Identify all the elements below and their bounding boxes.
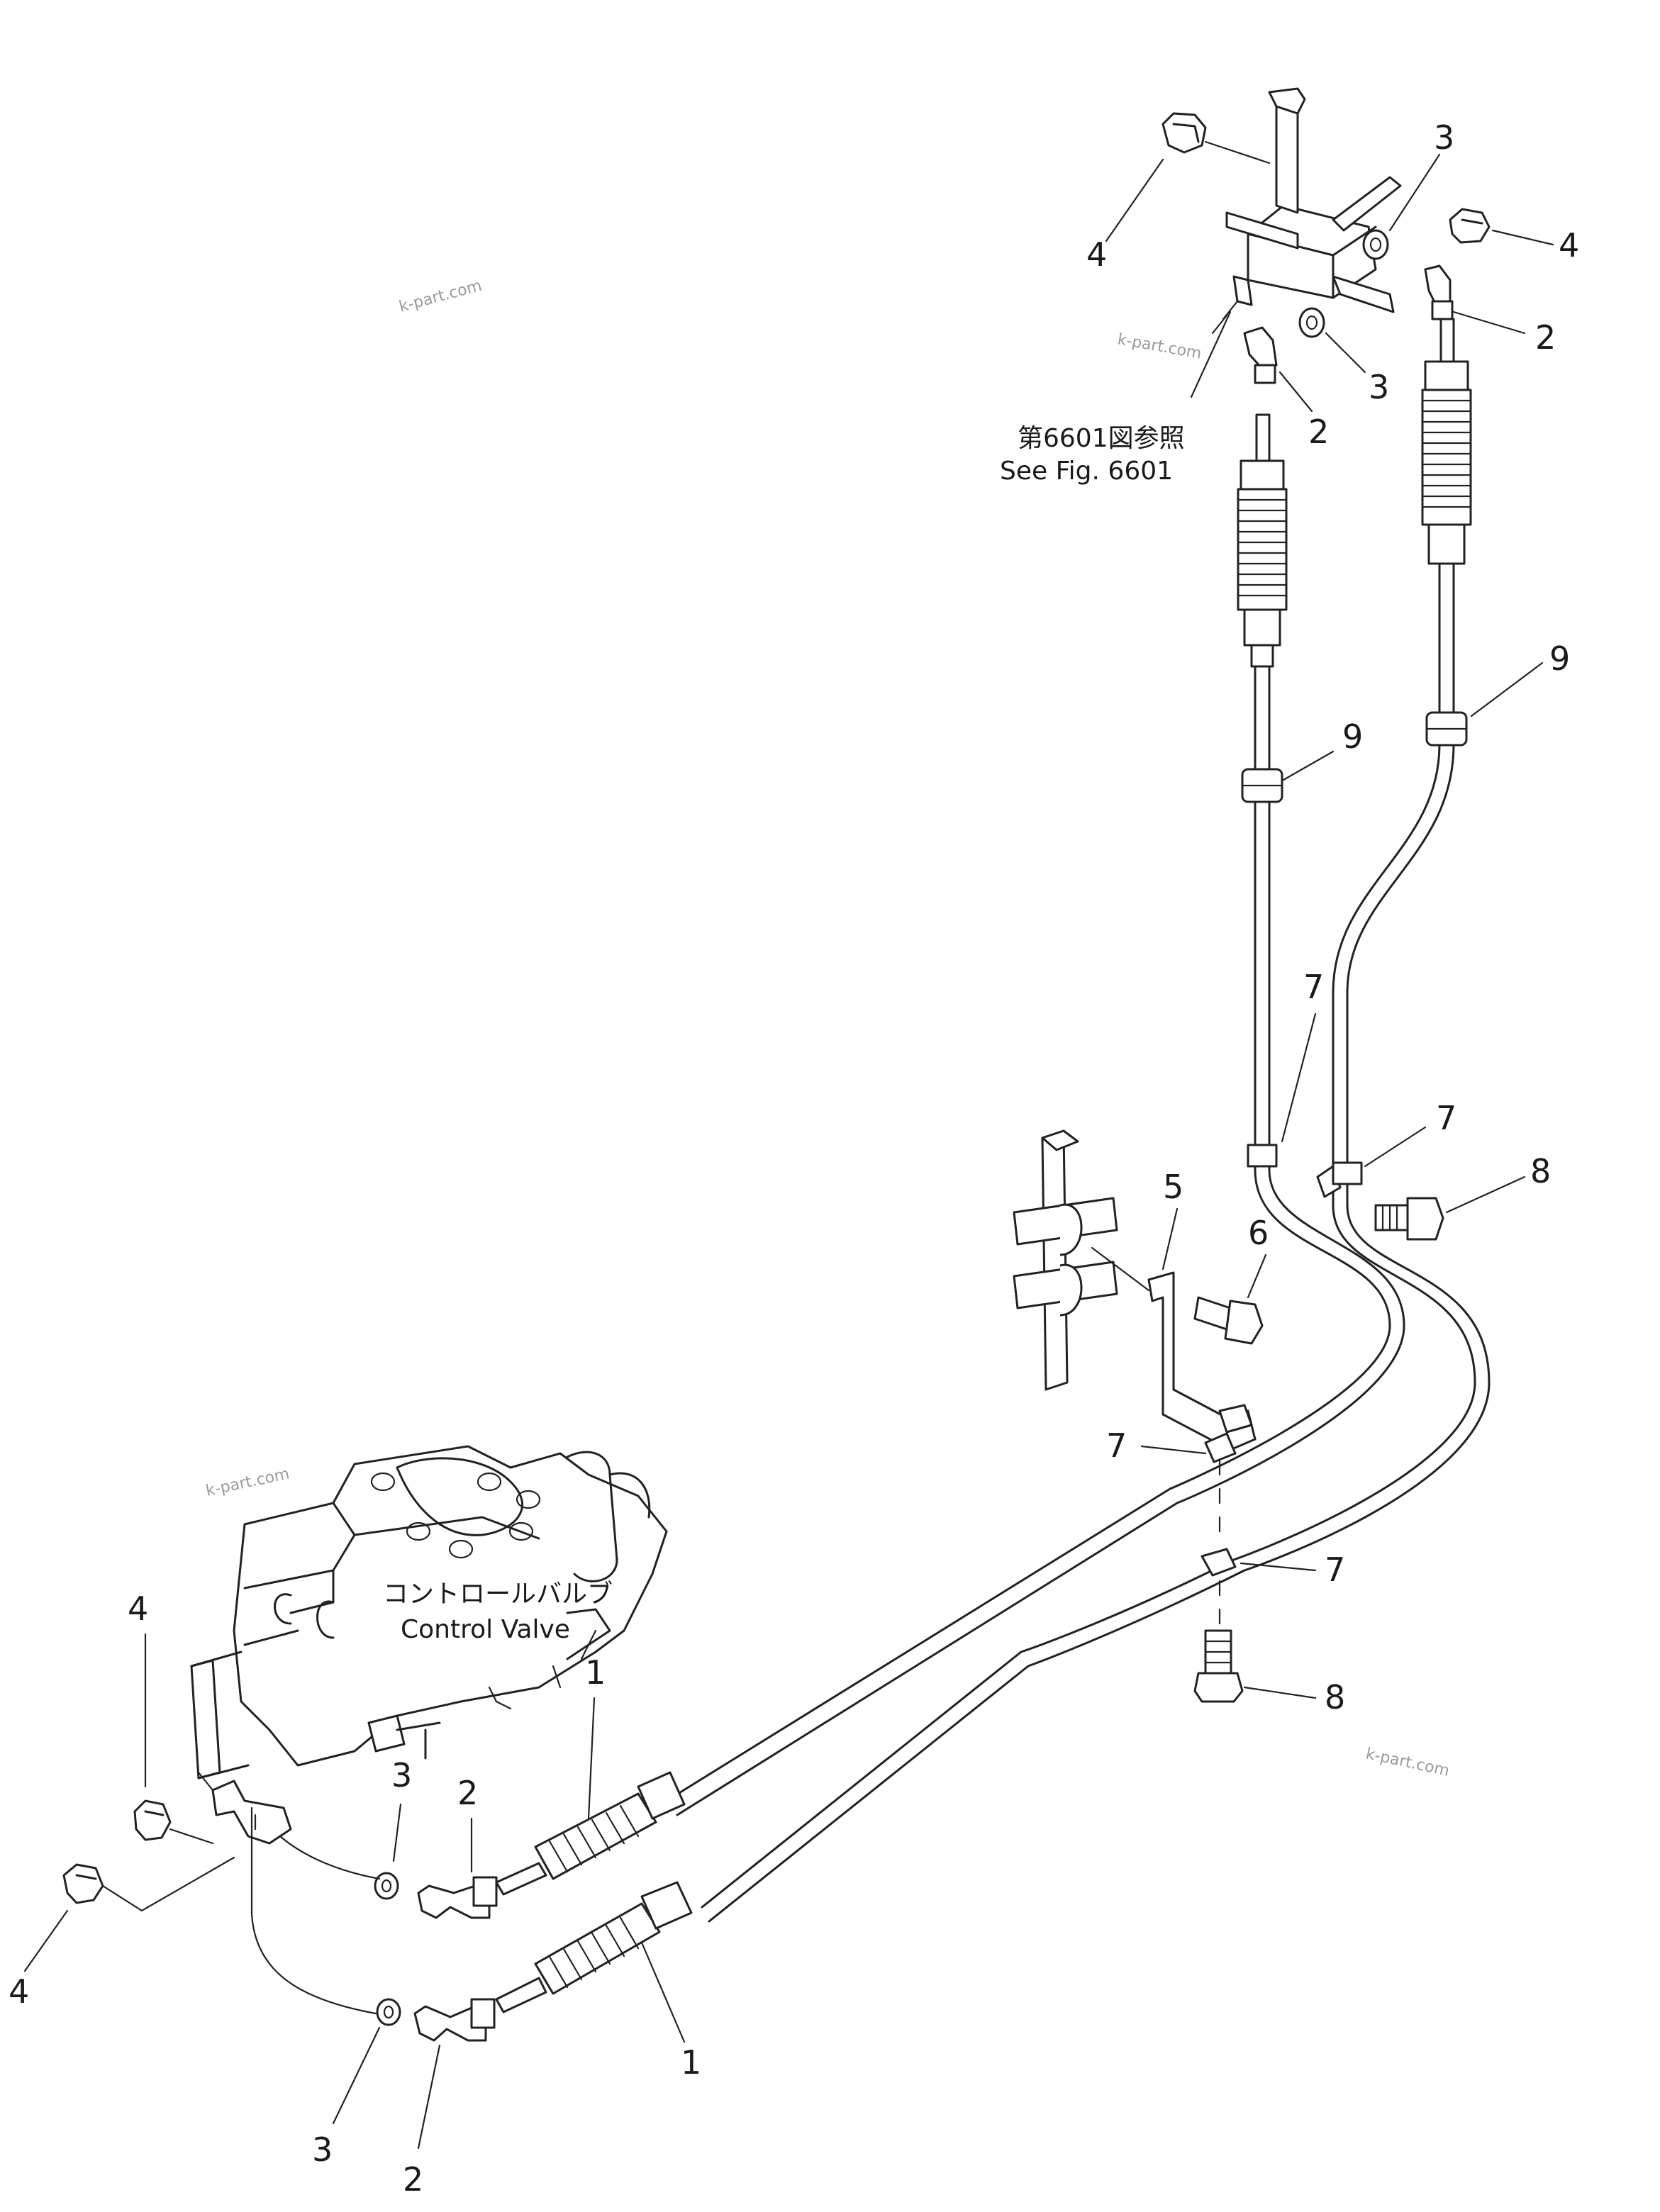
svg-text:Control Valve: Control Valve (401, 1615, 570, 1644)
cable-end-upper-left (1237, 413, 1288, 668)
svg-text:2: 2 (1308, 413, 1329, 451)
bracket-detail (1013, 1129, 1150, 1391)
washer-upper-right (1362, 229, 1389, 260)
ball-joint-upper-left: 2 (1243, 326, 1329, 451)
svg-text:3: 3 (1369, 368, 1389, 406)
svg-text:k-part.com: k-part.com (1364, 1745, 1451, 1780)
reference-note: 第6601図参照 See Fig. 6601 (1000, 424, 1185, 486)
nut-upper-right (1449, 208, 1491, 244)
grommet-right: 9 (1425, 639, 1570, 747)
svg-text:4: 4 (9, 1972, 29, 2011)
ball-joint-upper-right: 2 (1424, 264, 1556, 357)
label-4-upper-right: 4 (1491, 226, 1579, 264)
svg-text:コントロールバルブ: コントロールバルブ (383, 1580, 613, 1609)
bracket: 5 (1147, 1168, 1257, 1451)
washer-upper-left (1298, 307, 1325, 338)
label-4-upper-left: 4 (1086, 158, 1164, 274)
ball-joint-lower-upper: 2 (417, 1774, 498, 1919)
clamp-upper-right: 7 (1316, 1099, 1456, 1198)
grommet-left: 9 (1241, 717, 1363, 803)
svg-text:3: 3 (1434, 118, 1454, 157)
cable-a (665, 665, 1405, 1816)
svg-text:k-part.com: k-part.com (1116, 330, 1203, 362)
nut-upper-left (1162, 112, 1271, 164)
svg-text:1: 1 (585, 1653, 606, 1692)
cable-end-lower-upper: 1 (495, 1653, 686, 1896)
clamp-lower: 7 (1201, 1459, 1345, 1625)
nut-lower-lower: 4 (9, 1856, 235, 2011)
svg-text:4: 4 (1086, 235, 1107, 274)
svg-text:3: 3 (391, 1756, 412, 1794)
clamp-middle: 7 (1106, 1426, 1237, 1465)
svg-text:2: 2 (403, 2160, 423, 2199)
svg-text:7: 7 (1436, 1099, 1456, 1137)
cable-end-lower-lower: 1 (495, 1881, 701, 2082)
lever-assembly (1190, 87, 1402, 398)
bolt-lower: 8 (1193, 1629, 1345, 1716)
bracket-bolt: 6 (1193, 1214, 1269, 1345)
svg-text:5: 5 (1163, 1168, 1183, 1206)
svg-text:2: 2 (457, 1774, 478, 1812)
svg-text:4: 4 (1559, 226, 1579, 264)
svg-text:7: 7 (1106, 1426, 1127, 1465)
ball-joint-lower-lower: 2 (403, 1998, 496, 2199)
svg-text:7: 7 (1303, 968, 1324, 1006)
washer-lower-upper: 3 (254, 1756, 412, 1900)
washer-lower-lower: 3 (250, 1806, 401, 2169)
control-valve: コントロールバルブ Control Valve (190, 1445, 668, 1845)
label-3-upper-left: 3 (1325, 332, 1389, 406)
svg-text:4: 4 (128, 1590, 148, 1628)
clamp-upper-left: 7 (1247, 968, 1324, 1168)
svg-text:第6601図参照: 第6601図参照 (1018, 424, 1185, 453)
cable-b (701, 562, 1491, 1923)
svg-text:8: 8 (1325, 1678, 1345, 1716)
svg-text:k-part.com: k-part.com (397, 277, 484, 316)
svg-text:2: 2 (1535, 318, 1556, 357)
bolt-upper: 8 (1374, 1152, 1551, 1241)
svg-text:3: 3 (312, 2130, 333, 2169)
svg-text:k-part.com: k-part.com (204, 1465, 291, 1500)
cable-end-upper-right (1421, 318, 1472, 565)
svg-text:7: 7 (1325, 1551, 1345, 1589)
svg-text:8: 8 (1530, 1152, 1551, 1190)
nut-lower-upper: 4 (128, 1590, 214, 1845)
svg-text:1: 1 (681, 2043, 701, 2082)
svg-text:6: 6 (1248, 1214, 1269, 1252)
svg-text:9: 9 (1342, 717, 1363, 756)
svg-text:See Fig. 6601: See Fig. 6601 (1000, 457, 1173, 486)
label-3-upper-right: 3 (1388, 118, 1454, 232)
svg-text:9: 9 (1549, 639, 1570, 678)
